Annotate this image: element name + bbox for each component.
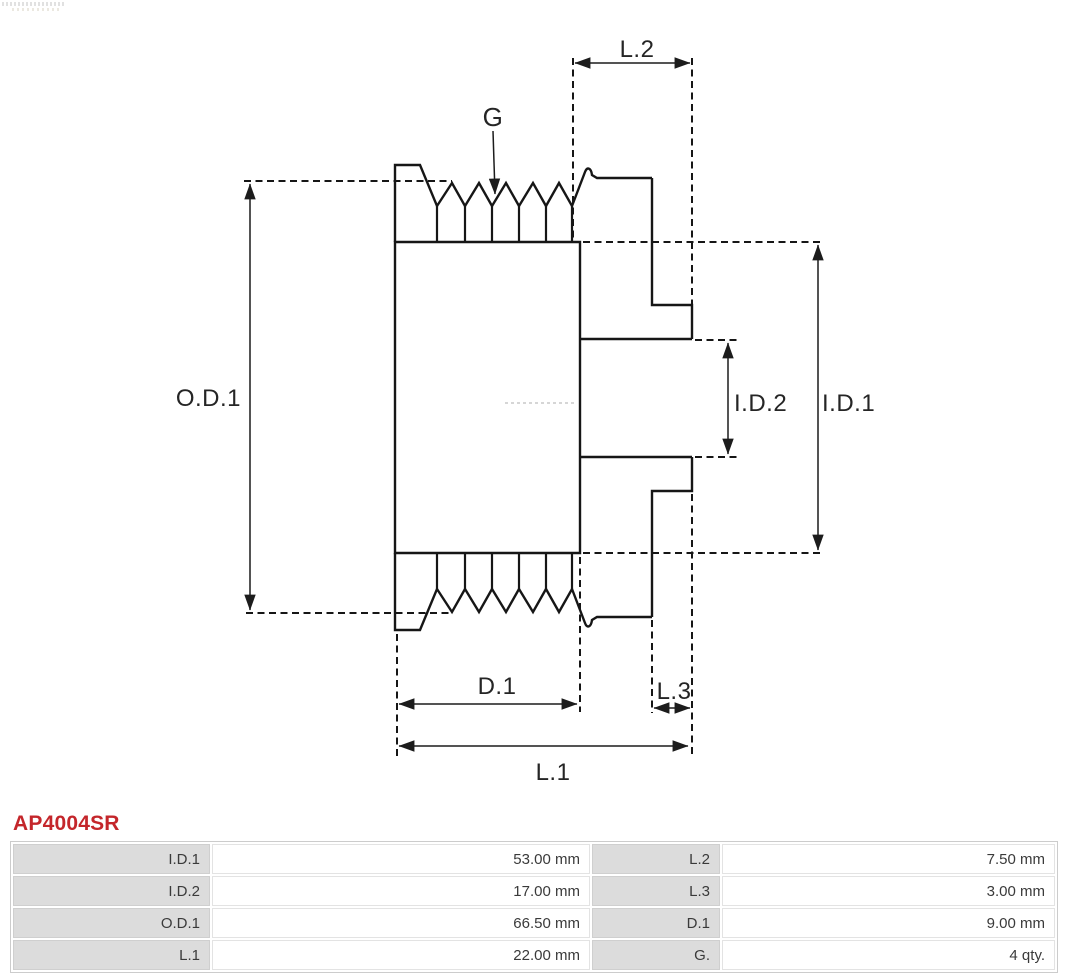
- watermark-stripe: [2, 2, 64, 6]
- spec-label: D.1: [592, 908, 720, 938]
- spec-value: 17.00 mm: [212, 876, 590, 906]
- spec-value: 22.00 mm: [212, 940, 590, 970]
- spec-value: 4 qty.: [722, 940, 1055, 970]
- dim-od1-label: O.D.1: [176, 385, 241, 412]
- pulley-body-outline: [393, 240, 582, 555]
- pulley-bottom-groove-lines: [435, 553, 574, 589]
- spec-value: 66.50 mm: [212, 908, 590, 938]
- dim-l3-label: L.3: [657, 678, 692, 705]
- dim-l2-label: L.2: [620, 36, 655, 63]
- part-number-title: AP4004SR: [13, 812, 120, 835]
- pulley-bottom-ribs-outline: [393, 553, 652, 632]
- spec-label: I.D.2: [13, 876, 210, 906]
- watermark-logo: [2, 2, 64, 18]
- pulley-top-groove-lines: [435, 206, 574, 242]
- spec-value: 3.00 mm: [722, 876, 1055, 906]
- hub-outline: [580, 178, 694, 617]
- spec-value: 9.00 mm: [722, 908, 1055, 938]
- spec-label: O.D.1: [13, 908, 210, 938]
- spec-table: I.D.1 53.00 mm L.2 7.50 mm I.D.2 17.00 m…: [10, 841, 1058, 973]
- spec-row: O.D.1 66.50 mm D.1 9.00 mm: [13, 908, 1055, 938]
- spec-label: L.2: [592, 844, 720, 874]
- dim-d1-label: D.1: [478, 673, 517, 700]
- spec-row: I.D.2 17.00 mm L.3 3.00 mm: [13, 876, 1055, 906]
- dim-g-label: G: [483, 102, 504, 132]
- pulley-top-ribs-outline: [393, 163, 652, 242]
- spec-label: L.3: [592, 876, 720, 906]
- technical-drawing: G L.2 O.D.1 I.D.2 I.D.1 D.1 L.3 L.1: [176, 36, 875, 786]
- spec-label: L.1: [13, 940, 210, 970]
- spec-row: I.D.1 53.00 mm L.2 7.50 mm: [13, 844, 1055, 874]
- dim-l1-label: L.1: [536, 759, 571, 786]
- dim-id2-label: I.D.2: [734, 390, 787, 417]
- groove-leader-line: [488, 130, 501, 195]
- spec-row: L.1 22.00 mm G. 4 qty.: [13, 940, 1055, 970]
- spec-value: 53.00 mm: [212, 844, 590, 874]
- spec-label: I.D.1: [13, 844, 210, 874]
- spec-label: G.: [592, 940, 720, 970]
- watermark-stripe: [12, 8, 60, 11]
- spec-value: 7.50 mm: [722, 844, 1055, 874]
- dim-id1-label: I.D.1: [822, 390, 875, 417]
